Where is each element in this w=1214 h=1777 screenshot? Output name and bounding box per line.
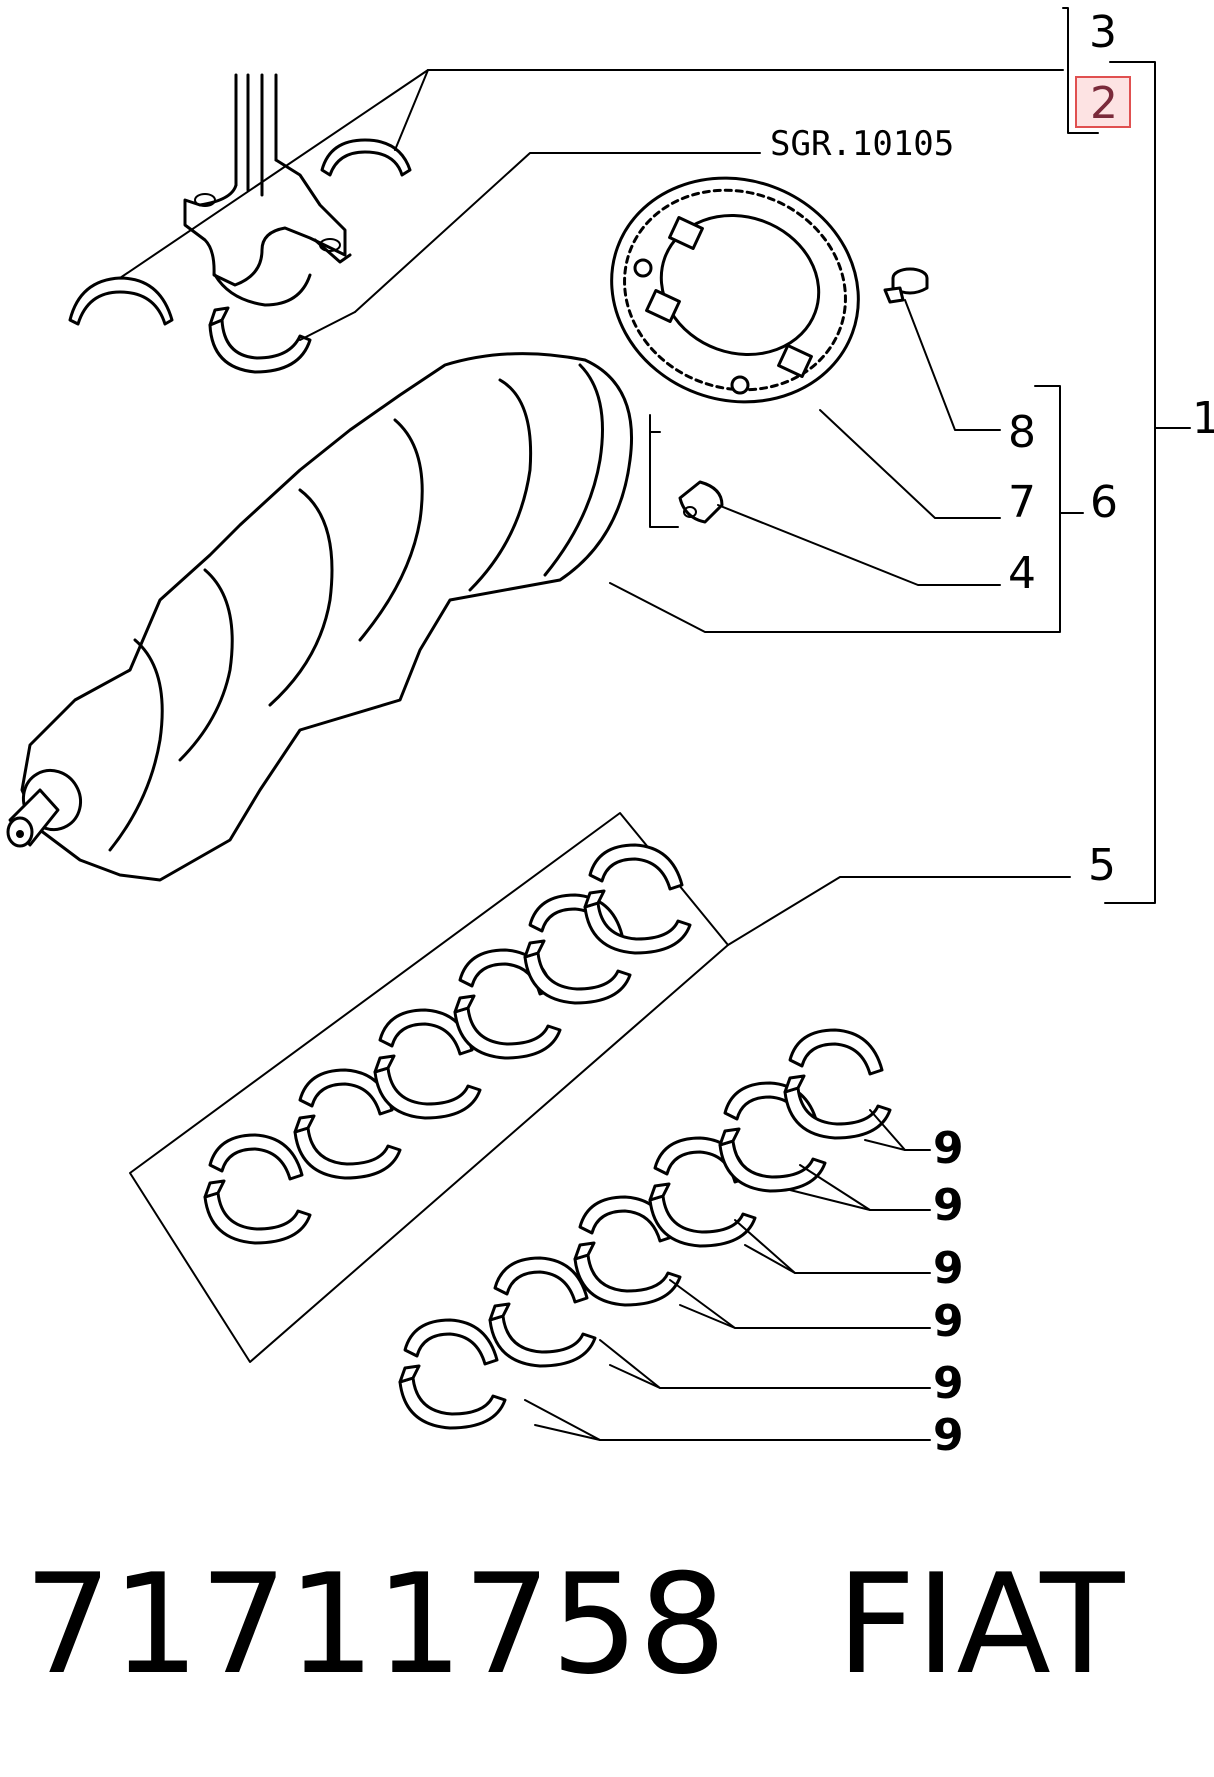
crankshaft-drawing — [6, 352, 634, 882]
callout-9-d[interactable]: 9 — [933, 1296, 964, 1347]
callout-labels: 3 2 SGR.10105 1 8 7 6 4 5 9 9 9 9 9 9 — [770, 7, 1214, 1461]
callout-5[interactable]: 5 — [1088, 840, 1116, 891]
kit-bearing-shell — [203, 1133, 312, 1245]
callout-9-b[interactable]: 9 — [933, 1180, 964, 1231]
kit-bearing-shell — [453, 948, 562, 1060]
main-bearing-shell-set — [398, 1028, 892, 1430]
main-bearing-shell — [718, 1081, 827, 1193]
kit-bearing-shell — [293, 1068, 402, 1180]
callout-7[interactable]: 7 — [1008, 477, 1036, 528]
main-bearing-shell — [573, 1195, 682, 1307]
timing-gear-drawing — [610, 176, 860, 404]
bearing-shell-rod-lower — [208, 306, 312, 374]
part-number: 71711758 — [24, 1544, 727, 1705]
callout-6[interactable]: 6 — [1090, 477, 1118, 528]
callout-8[interactable]: 8 — [1008, 407, 1036, 458]
callout-2[interactable]: 2 — [1090, 78, 1118, 129]
main-bearing-shell — [783, 1028, 892, 1140]
bearing-shell-upper-pair — [68, 138, 412, 326]
callout-9-a[interactable]: 9 — [933, 1123, 964, 1174]
bearing-shell-kit-frame — [129, 812, 729, 1363]
dowel-pin-drawing — [678, 480, 724, 524]
callout-9-e[interactable]: 9 — [933, 1358, 964, 1409]
callout-3[interactable]: 3 — [1089, 7, 1117, 58]
bolt-drawing — [883, 267, 929, 304]
callout-9-f[interactable]: 9 — [933, 1410, 964, 1461]
callout-9-c[interactable]: 9 — [933, 1243, 964, 1294]
footer-caption: 71711758 FIAT — [24, 1545, 1174, 1705]
main-bearing-shell — [488, 1256, 597, 1368]
reference-code: SGR.10105 — [770, 124, 954, 164]
main-bearing-shell — [648, 1136, 757, 1248]
callout-1[interactable]: 1 — [1192, 393, 1214, 444]
kit-bearing-shell — [583, 843, 692, 955]
leader-lines — [119, 7, 1191, 1441]
kit-bearing-shell — [373, 1008, 482, 1120]
brand-name: FIAT — [836, 1544, 1125, 1705]
callout-4[interactable]: 4 — [1008, 548, 1036, 599]
highlight-box — [1075, 76, 1131, 128]
main-bearing-shell — [398, 1318, 507, 1430]
bearing-shell-kit-set — [203, 843, 692, 1245]
connecting-rod-drawing — [183, 73, 352, 307]
